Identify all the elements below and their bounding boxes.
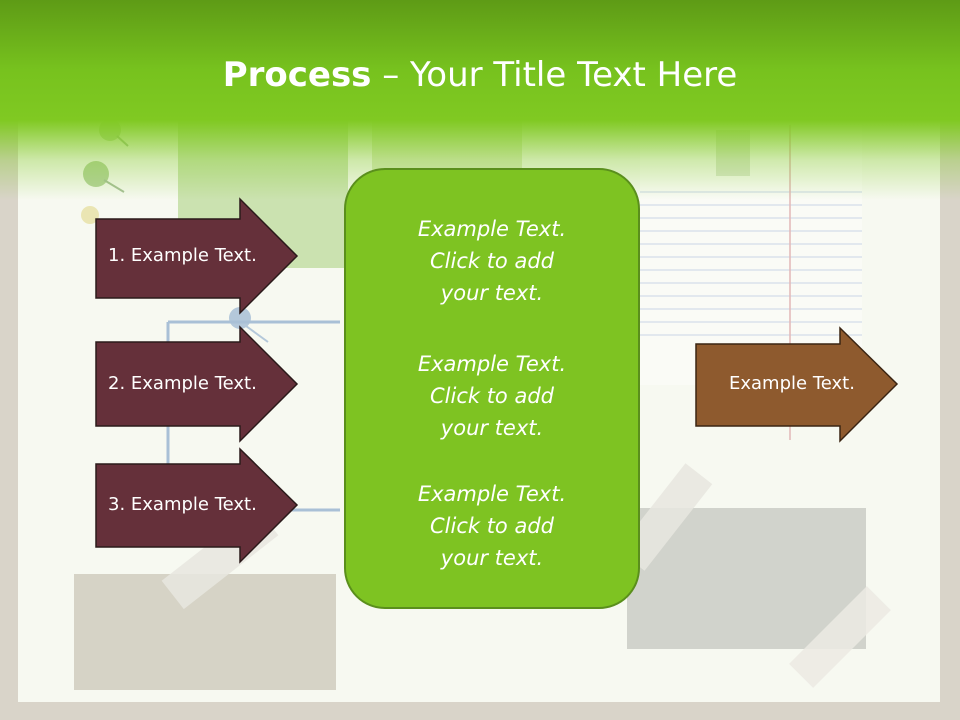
slide-title: Process – Your Title Text Here	[0, 52, 960, 98]
arrow-shape-3[interactable]	[95, 447, 299, 564]
right-arrow-label: Example Text.	[729, 373, 855, 394]
center-text-block-3[interactable]: Example Text. Click to add your text.	[345, 478, 639, 574]
center-line: Click to add	[429, 384, 554, 408]
tape-strip-right	[789, 586, 891, 688]
center-line: Click to add	[429, 514, 554, 538]
arrow-shape-1[interactable]	[95, 197, 299, 315]
arrow-label-3: 3. Example Text.	[108, 494, 257, 515]
center-text-block-2[interactable]: Example Text. Click to add your text.	[345, 348, 639, 444]
arrow-shape-2[interactable]	[95, 325, 299, 443]
arrow-label-2: 2. Example Text.	[108, 373, 257, 394]
tape-strip-middle	[617, 463, 713, 571]
lined-paper-lines	[640, 191, 862, 336]
center-text-block-1[interactable]: Example Text. Click to add your text.	[345, 213, 639, 309]
right-arrow-shape[interactable]	[695, 326, 899, 443]
arrow-label-1: 1. Example Text.	[108, 245, 257, 266]
title-bold: Process	[222, 55, 372, 95]
pushpin-icon-3	[81, 206, 99, 224]
center-line: Example Text.	[417, 217, 567, 241]
center-line: Example Text.	[417, 482, 567, 506]
center-line: your text.	[440, 416, 544, 440]
gray-note-bottom-left	[74, 574, 336, 690]
pushpin-icon-blue	[229, 307, 269, 343]
center-line: your text.	[440, 546, 544, 570]
center-line: Click to add	[429, 249, 554, 273]
center-line: your text.	[440, 281, 544, 305]
header-band	[0, 0, 960, 200]
title-rest: – Your Title Text Here	[371, 55, 738, 95]
center-box-shape[interactable]	[344, 168, 640, 609]
center-line: Example Text.	[417, 352, 567, 376]
